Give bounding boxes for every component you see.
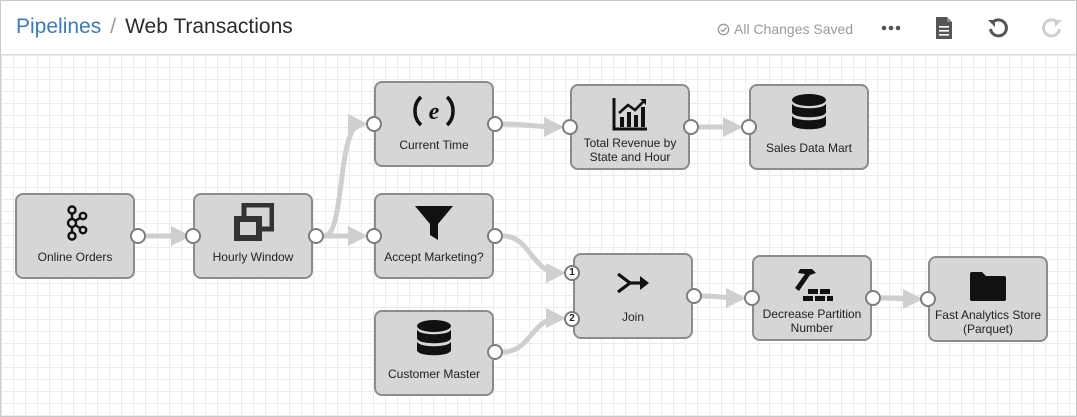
node-label: Hourly Window bbox=[212, 250, 294, 264]
breadcrumb-pipelines-link[interactable]: Pipelines bbox=[16, 15, 102, 38]
window-icon bbox=[234, 203, 274, 241]
edge-current-time-to-total-revenue bbox=[502, 116, 564, 137]
chart-icon bbox=[612, 98, 647, 131]
save-status-text: All Changes Saved bbox=[734, 21, 854, 37]
edge-accept-marketing-to-join bbox=[502, 233, 566, 283]
undo-icon bbox=[988, 18, 1008, 38]
edge-customer-master-to-join bbox=[502, 308, 566, 355]
node-label: Total Revenue by State and Hour bbox=[583, 136, 677, 164]
node-join[interactable]: Join bbox=[573, 253, 693, 339]
database-icon bbox=[792, 94, 826, 130]
kafka-icon bbox=[66, 205, 88, 241]
expression-icon: e bbox=[413, 95, 455, 127]
node-label: Online Orders bbox=[37, 250, 113, 264]
pipeline-title: Web Transactions bbox=[125, 15, 293, 38]
more-icon bbox=[881, 25, 901, 31]
join-icon bbox=[617, 272, 649, 294]
output-port[interactable] bbox=[487, 228, 503, 244]
edge-join-to-decrease-partition bbox=[700, 287, 746, 308]
node-label: Current Time bbox=[399, 138, 469, 152]
output-port[interactable] bbox=[683, 119, 699, 135]
output-port[interactable] bbox=[865, 290, 881, 306]
header-bar: Pipelines / Web Transactions All Changes S… bbox=[1, 1, 1076, 55]
input-port[interactable] bbox=[366, 228, 382, 244]
node-label: Sales Data Mart bbox=[765, 141, 853, 155]
output-port[interactable] bbox=[130, 228, 146, 244]
input-port[interactable] bbox=[185, 228, 201, 244]
input-port[interactable] bbox=[920, 291, 936, 307]
input-port[interactable] bbox=[562, 119, 578, 135]
input-port-2[interactable]: 2 bbox=[564, 311, 580, 327]
notes-button[interactable] bbox=[930, 15, 958, 41]
save-status: All Changes Saved bbox=[717, 21, 853, 37]
input-port[interactable] bbox=[744, 290, 760, 306]
repartition-icon bbox=[795, 269, 833, 301]
node-total-revenue[interactable]: Total Revenue by State and Hour bbox=[570, 84, 690, 170]
filter-icon bbox=[415, 206, 453, 240]
svg-text:e: e bbox=[429, 99, 440, 125]
node-label: Customer Master bbox=[387, 367, 481, 381]
output-port[interactable] bbox=[308, 228, 324, 244]
node-sales-data-mart[interactable]: Sales Data Mart bbox=[749, 84, 869, 170]
more-button[interactable] bbox=[877, 15, 905, 41]
node-hourly-window[interactable]: Hourly Window bbox=[193, 193, 313, 279]
pipeline-canvas[interactable]: Online Orders Hourly Window e bbox=[1, 55, 1076, 416]
node-current-time[interactable]: e Current Time bbox=[374, 81, 494, 167]
input-port[interactable] bbox=[741, 119, 757, 135]
breadcrumb-separator: / bbox=[110, 15, 117, 38]
node-label: Decrease Partition Number bbox=[762, 307, 862, 335]
edge-hourly-window-to-current-time bbox=[323, 114, 368, 239]
node-label: Accept Marketing? bbox=[384, 250, 484, 264]
database-icon bbox=[417, 320, 451, 356]
breadcrumb: Pipelines / Web Transactions bbox=[16, 13, 293, 41]
node-label: Fast Analytics Store (Parquet) bbox=[934, 308, 1042, 336]
document-icon bbox=[936, 17, 952, 39]
edge-decrease-partition-to-fast-analytics bbox=[880, 288, 923, 309]
redo-button[interactable] bbox=[1038, 15, 1066, 41]
undo-button[interactable] bbox=[984, 15, 1012, 41]
node-label: Join bbox=[621, 310, 644, 324]
input-port[interactable] bbox=[366, 116, 382, 132]
redo-icon bbox=[1042, 18, 1062, 38]
node-decrease-partition[interactable]: Decrease Partition Number bbox=[752, 255, 872, 341]
node-accept-marketing[interactable]: Accept Marketing? bbox=[374, 193, 494, 279]
check-circle-icon bbox=[717, 23, 730, 35]
node-online-orders[interactable]: Online Orders bbox=[15, 193, 135, 279]
folder-icon bbox=[970, 272, 1006, 301]
node-fast-analytics-store[interactable]: Fast Analytics Store (Parquet) bbox=[928, 256, 1048, 342]
pipeline-edges bbox=[145, 114, 923, 355]
output-port[interactable] bbox=[686, 288, 702, 304]
input-port-1[interactable]: 1 bbox=[564, 265, 580, 281]
node-customer-master[interactable]: Customer Master bbox=[374, 310, 494, 396]
output-port[interactable] bbox=[487, 116, 503, 132]
output-port[interactable] bbox=[487, 344, 503, 360]
